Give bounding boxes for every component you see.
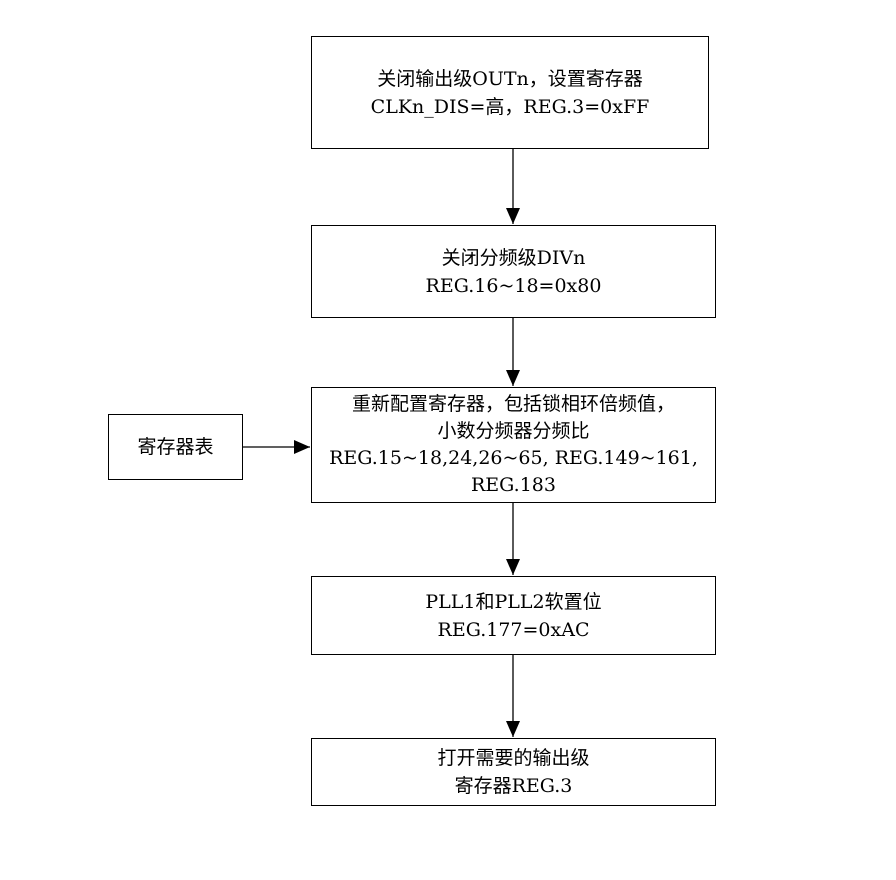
register-table-label: 寄存器表 xyxy=(137,436,214,458)
step-4-line-1: PLL1和PLL2软置位 xyxy=(425,590,602,613)
step-3-line-1: 重新配置寄存器，包括锁相环倍频值， xyxy=(351,393,675,415)
arrow-step-1-to-step-2 xyxy=(506,149,520,224)
step-1-box: 关闭输出级OUTn，设置寄存器 CLKn_DIS=高，REG.3=0xFF xyxy=(311,36,709,149)
step-3-line-2: 小数分频器分频比 xyxy=(437,420,590,442)
step-4-box: PLL1和PLL2软置位 REG.177=0xAC xyxy=(311,576,716,655)
step-5-box: 打开需要的输出级 寄存器REG.3 xyxy=(311,738,716,806)
arrow-step-3-to-step-4 xyxy=(506,503,520,575)
arrow-step-4-to-step-5 xyxy=(506,655,520,737)
step-3-box: 重新配置寄存器，包括锁相环倍频值， 小数分频器分频比 REG.15~18,24,… xyxy=(311,387,716,503)
step-2-box: 关闭分频级DIVn REG.16~18=0x80 xyxy=(311,225,716,318)
register-table-box: 寄存器表 xyxy=(108,414,243,480)
step-3-line-4: REG.183 xyxy=(471,474,556,496)
arrow-step-2-to-step-3 xyxy=(506,318,520,386)
arrow-register-table-to-step-3 xyxy=(243,440,310,454)
step-2-line-1: 关闭分频级DIVn xyxy=(441,246,586,269)
step-1-line-2: CLKn_DIS=高，REG.3=0xFF xyxy=(370,95,650,118)
step-2-line-2: REG.16~18=0x80 xyxy=(425,274,602,297)
step-1-line-1: 关闭输出级OUTn，设置寄存器 xyxy=(377,67,643,90)
step-5-line-1: 打开需要的输出级 xyxy=(437,747,590,769)
step-4-line-2: REG.177=0xAC xyxy=(437,618,590,641)
step-5-line-2: 寄存器REG.3 xyxy=(454,775,573,797)
step-3-line-3: REG.15~18,24,26~65, REG.149~161, xyxy=(329,447,698,469)
